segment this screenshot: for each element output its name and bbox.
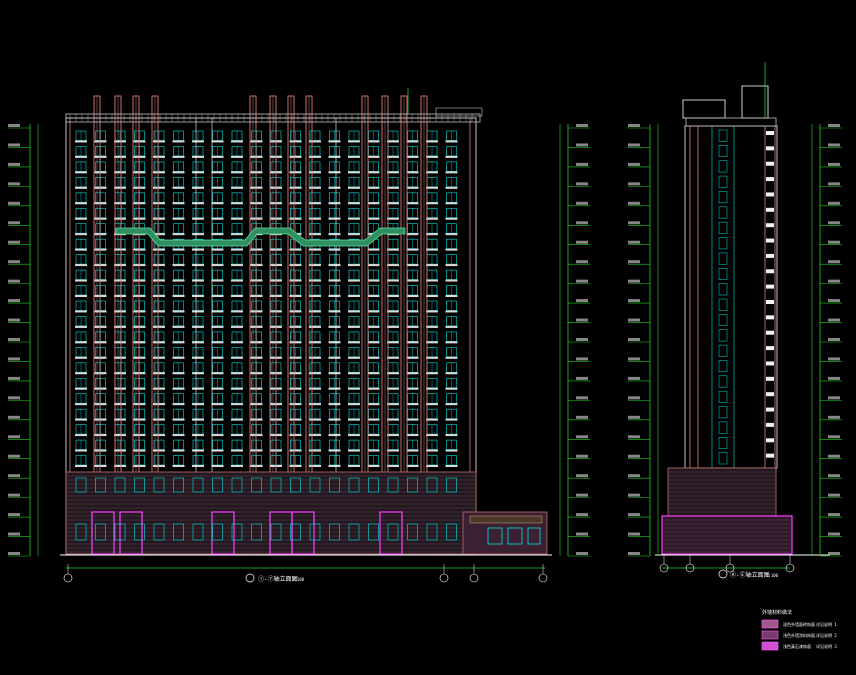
side-window <box>718 406 728 419</box>
side-facade-outline <box>684 125 778 469</box>
side-window <box>718 237 728 250</box>
side-window <box>718 314 728 326</box>
side-window <box>718 421 728 434</box>
side-roof-structure <box>682 62 777 127</box>
elevation-level-rulers <box>8 124 842 557</box>
side-window <box>718 375 728 388</box>
legend-ref: 详见说明 3 <box>816 643 837 649</box>
side-window <box>718 360 728 373</box>
grid-axis-bubble <box>538 573 548 583</box>
side-window <box>718 160 728 173</box>
side-window <box>718 191 728 204</box>
side-window <box>718 145 728 157</box>
material-legend: 外墙材料做法 深色外墙面砖饰面详见说明 1浅色外墙涂料饰面详见说明 2 浅色真石漆… <box>761 609 837 651</box>
side-window <box>718 329 728 342</box>
legend-ref: 详见说明 1 <box>816 621 837 627</box>
grid-axis-bubble <box>785 563 795 573</box>
side-elevation <box>655 62 830 569</box>
side-base-podium <box>661 467 793 555</box>
side-window <box>718 129 728 142</box>
side-window <box>718 437 728 449</box>
legend-swatch <box>761 630 779 640</box>
front-elevation-scale: 1:100 <box>292 577 305 582</box>
grid-axis-bubble <box>659 563 669 573</box>
front-elevation-title: ①-⑦轴立面图 <box>258 575 298 583</box>
side-window <box>718 283 728 296</box>
grid-axis-bubble <box>725 563 735 573</box>
legend-ref: 详见说明 2 <box>816 632 837 638</box>
side-window <box>718 206 728 219</box>
side-title-block: Ⓐ-Ⓔ轴立面图 1:100 <box>718 569 779 579</box>
front-elevation <box>60 88 552 569</box>
annex-building <box>462 511 548 555</box>
side-grid-axes <box>659 554 795 573</box>
front-grid-axes <box>63 564 548 583</box>
side-window <box>718 390 728 403</box>
side-elevation-title: Ⓐ-Ⓔ轴立面图 <box>730 571 770 579</box>
entrance-portal <box>119 511 143 555</box>
legend-label: 浅色外墙涂料饰面 <box>783 632 815 638</box>
side-window <box>718 175 728 188</box>
legend-swatch <box>761 641 779 651</box>
side-elevation-scale: 1:100 <box>766 573 779 578</box>
entrance-portal <box>91 511 115 555</box>
side-window <box>718 268 728 280</box>
front-band-ribbon <box>115 227 406 247</box>
entrance-portal <box>211 511 235 555</box>
side-window <box>718 252 728 265</box>
grid-axis-bubble <box>63 573 73 583</box>
legend-label: 深色外墙面砖饰面 <box>783 621 815 627</box>
side-window <box>718 344 728 357</box>
entrance-portal <box>291 511 315 555</box>
legend-title: 外墙材料做法 <box>762 609 792 616</box>
legend-label: 浅色真石漆饰面 <box>783 643 811 649</box>
grid-axis-bubble <box>469 573 479 583</box>
front-title-block: ①-⑦轴立面图 1:100 <box>245 573 305 583</box>
front-roof-parapet <box>65 88 483 123</box>
side-window <box>718 452 728 465</box>
grid-axis-bubble <box>439 573 449 583</box>
legend-swatch <box>761 619 779 629</box>
side-windows <box>711 126 774 468</box>
grid-axis-bubble <box>685 563 695 573</box>
front-windows <box>75 130 458 467</box>
side-window <box>718 298 728 311</box>
entrance-portal <box>379 511 403 555</box>
side-window <box>718 221 728 234</box>
front-base-podium <box>65 471 477 555</box>
